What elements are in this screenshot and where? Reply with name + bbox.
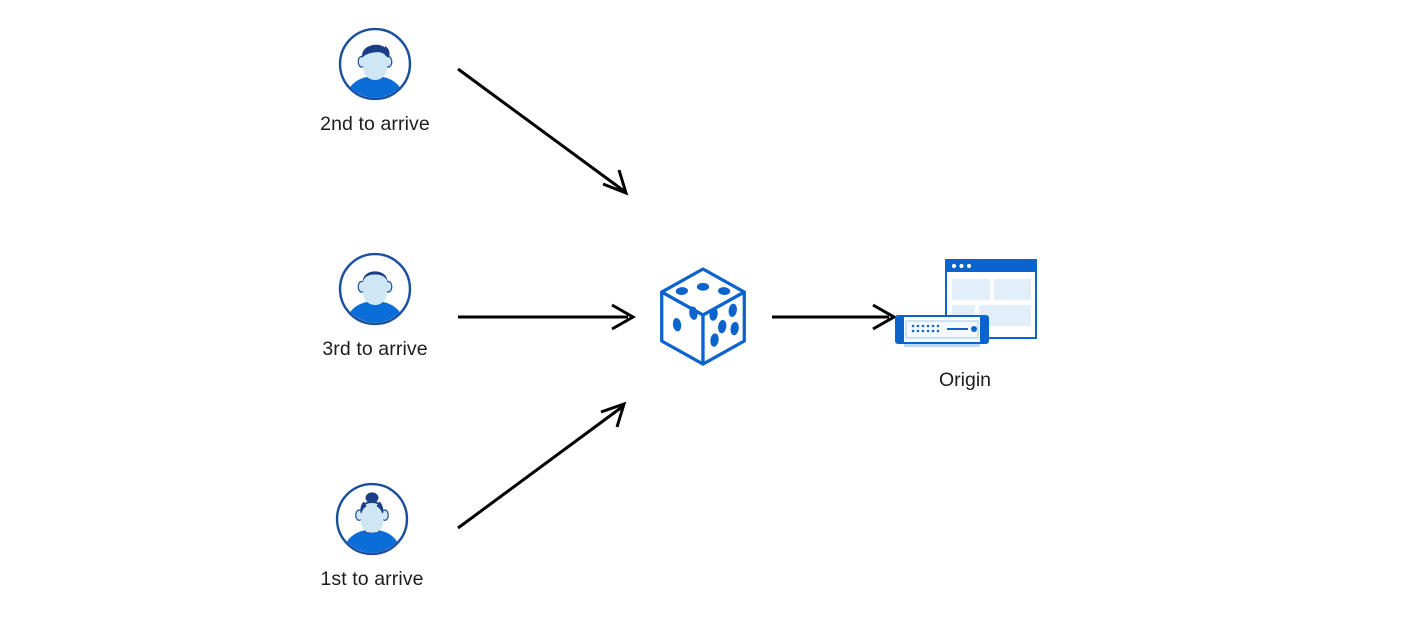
node-label: 3rd to arrive [322,338,428,360]
node-randomizer[interactable] [655,265,751,369]
browser-window-icon [945,259,1037,339]
node-origin[interactable]: Origin [875,256,1055,392]
origin-server-icon [895,259,1037,347]
node-visitor-3rd[interactable]: 3rd to arrive [295,251,455,361]
user-avatar-icon [335,482,409,556]
arrow-visitor3-to-dice [458,303,637,331]
node-label: 2nd to arrive [320,113,430,135]
node-label: 1st to arrive [320,568,424,590]
arrow-visitor2-to-dice [457,67,629,196]
server-device-icon [895,315,989,347]
node-visitor-2nd[interactable]: 2nd to arrive [295,26,455,136]
dice-icon [660,267,746,366]
arrow-visitor1-to-dice [457,401,627,530]
node-visitor-1st[interactable]: 1st to arrive [292,481,452,591]
user-avatar-icon [338,252,412,326]
node-label: Origin [938,369,992,391]
user-avatar-icon [338,27,412,101]
